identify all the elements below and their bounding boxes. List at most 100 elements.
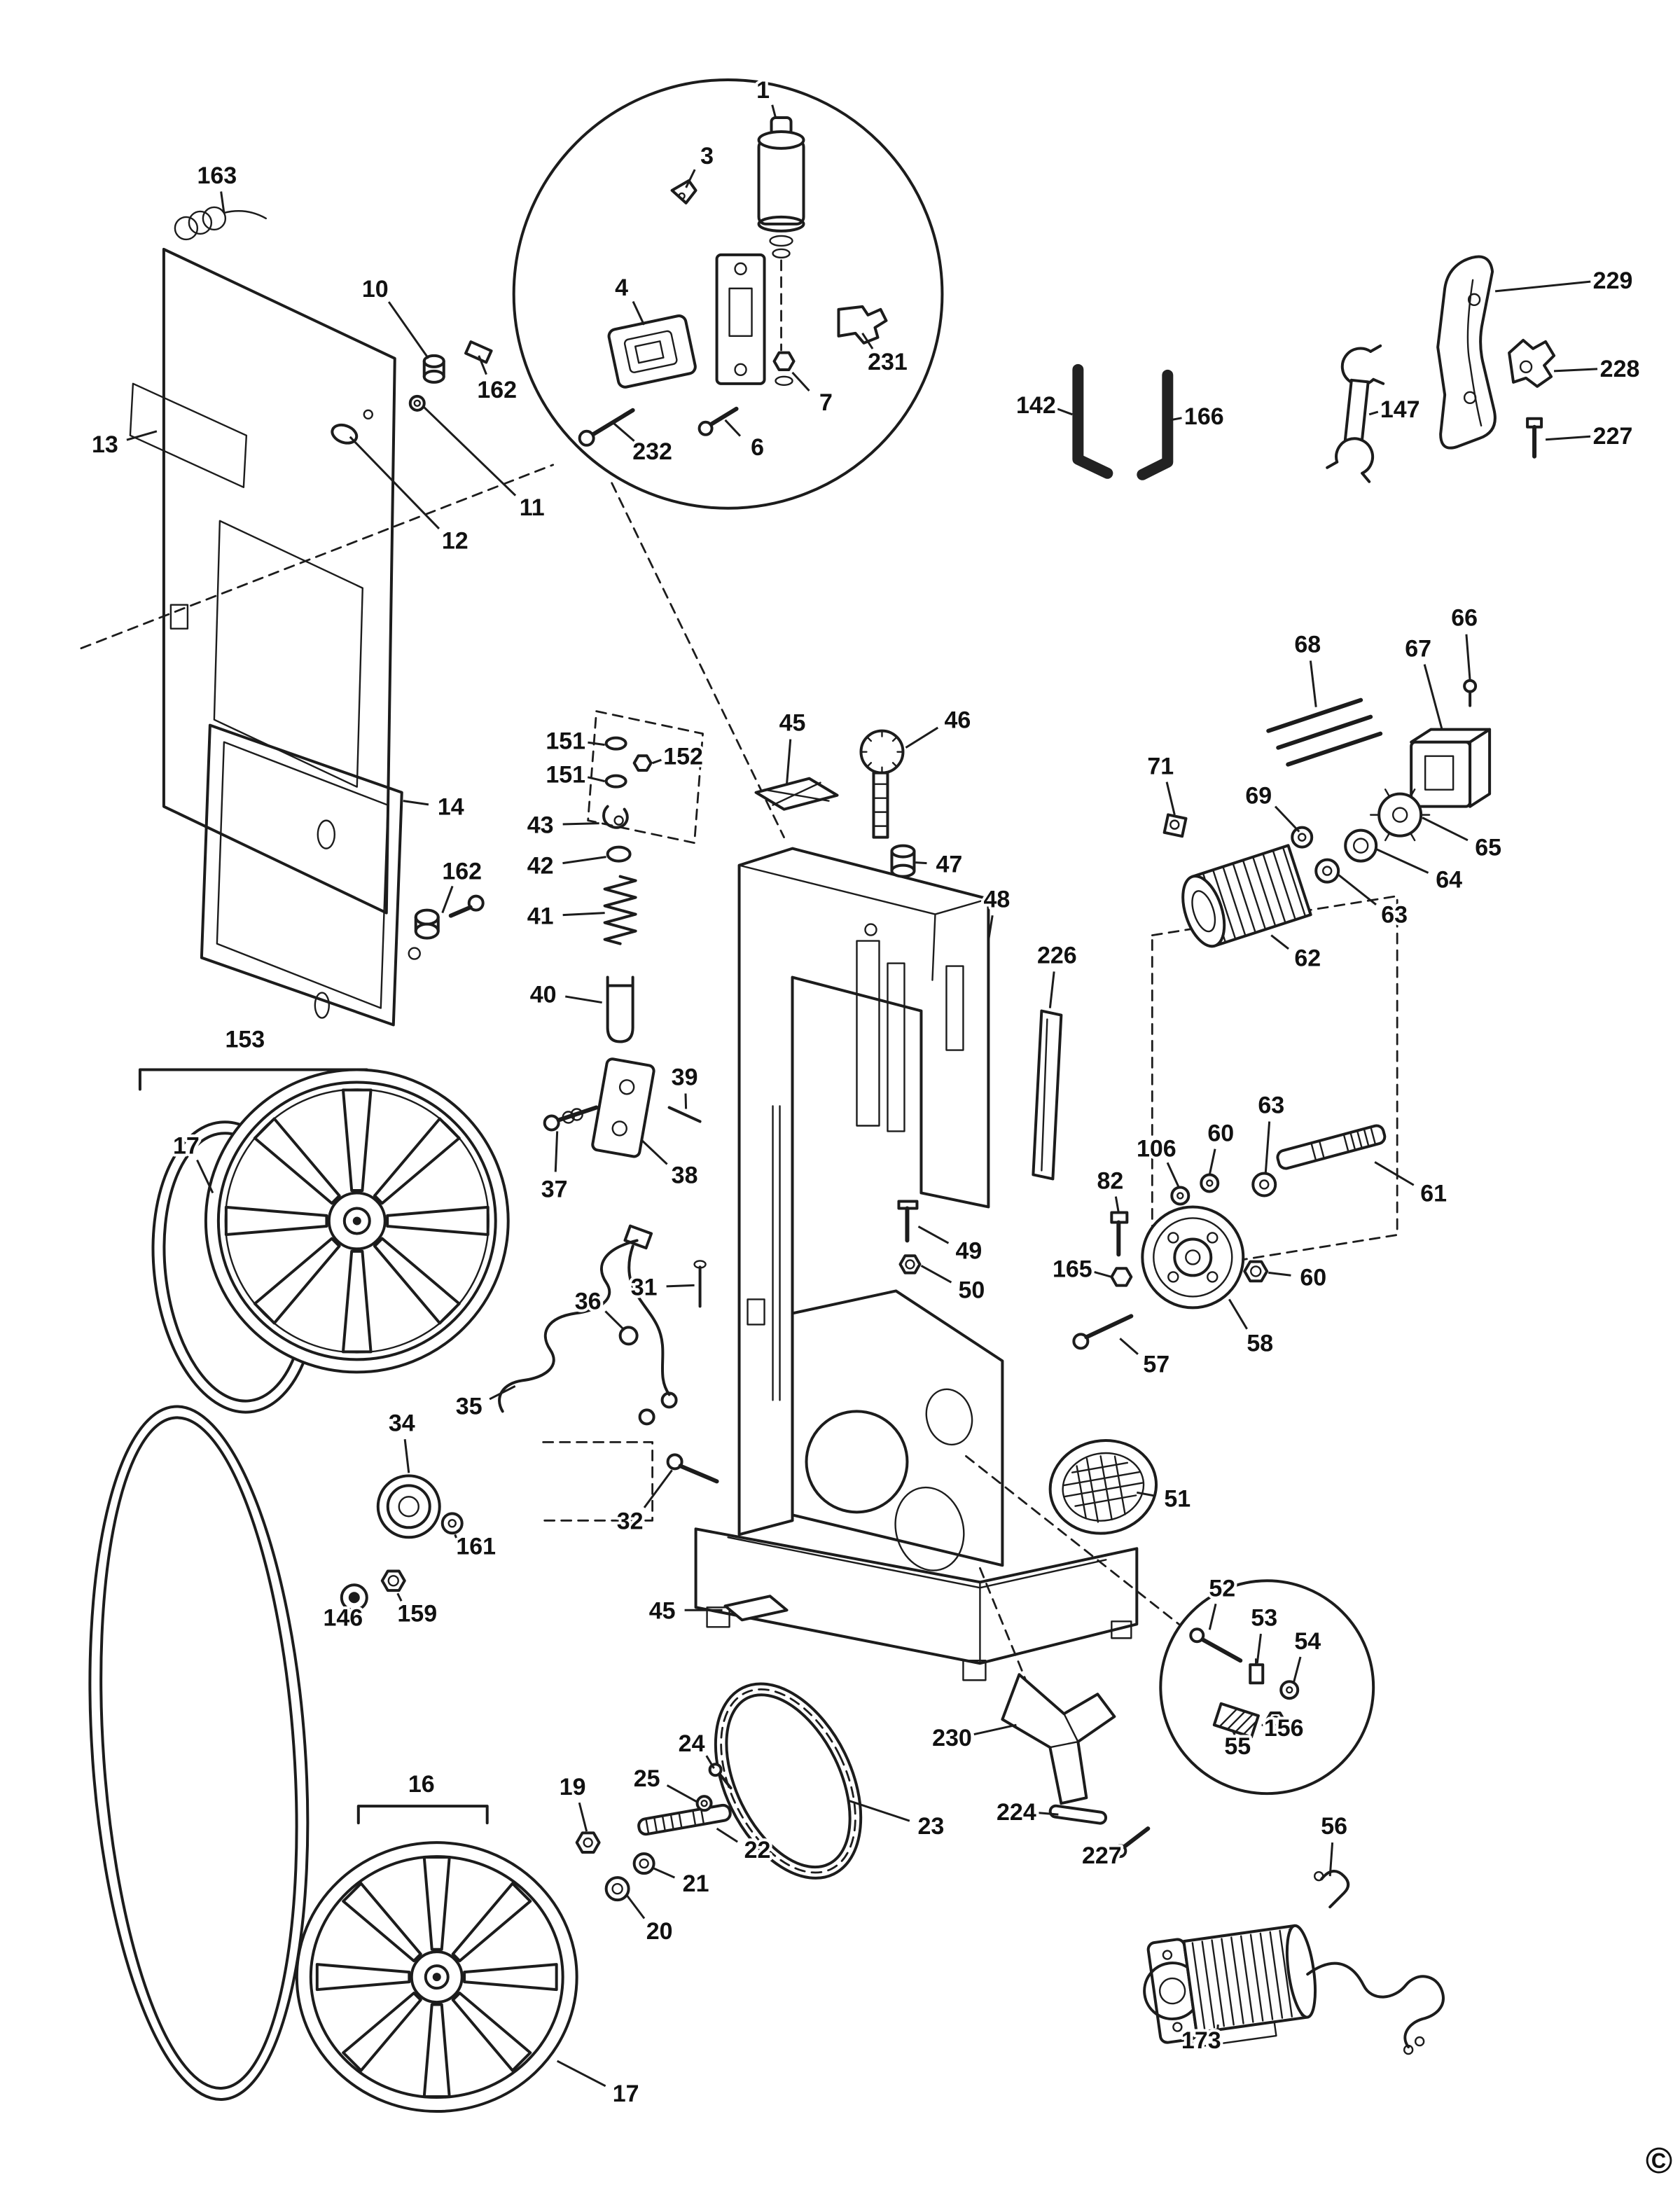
pin-31 [693,1260,707,1308]
part-label-1: 1 [756,77,770,104]
part-label-22: 22 [744,1837,771,1863]
part-label-37: 37 [541,1176,568,1202]
leader-line-45 [786,739,792,784]
washer-151b [604,774,627,789]
part-label-230: 230 [932,1725,972,1751]
part-label-38: 38 [672,1162,698,1188]
clip-53 [1249,1658,1265,1685]
part-label-146: 146 [323,1604,363,1631]
bracket-16 [356,1805,489,1825]
washer-161 [440,1512,464,1535]
base-assembly [694,1527,1151,1859]
part-label-65: 65 [1475,835,1501,861]
part-label-19: 19 [560,1774,586,1800]
part-label-106: 106 [1137,1135,1176,1162]
part-label-82: 82 [1097,1167,1123,1194]
leader-line-165 [1094,1270,1112,1278]
leader-line-23 [848,1799,910,1822]
part-label-11: 11 [520,494,545,521]
washer-69 [1291,826,1314,849]
leader-line-55 [1231,1729,1236,1735]
leader-line-50 [920,1265,952,1284]
leader-line-71 [1165,782,1176,815]
front-cover-panel [200,723,485,1027]
leader-line-69 [1274,805,1300,833]
part-label-46: 46 [945,707,971,734]
part-label-67: 67 [1405,636,1431,662]
impeller-65 [1369,789,1431,842]
leader-line-63 [1264,1121,1271,1174]
part-label-10: 10 [362,276,389,303]
leader-line-11 [422,405,517,497]
leader-line-13 [126,430,158,441]
frame-48 [737,847,990,1536]
leader-line-48 [987,915,994,941]
part-label-61: 61 [1420,1180,1447,1207]
part-label-40: 40 [530,982,557,1008]
pulley-34 [376,1474,441,1539]
shaft-22 [637,1803,732,1836]
part-label-41: 41 [527,903,554,930]
part-label-151: 151 [546,762,585,789]
leader-line-152 [652,758,662,765]
fastener-162-lower [408,894,485,960]
part-label-63: 63 [1258,1092,1284,1118]
upper-wheel [204,1068,510,1374]
part-label-13: 13 [92,431,118,458]
leader-line-22 [716,1827,738,1843]
leader-line-67 [1423,664,1443,730]
leader-line-14 [403,800,429,806]
rods-68 [1266,697,1383,767]
part-label-54: 54 [1294,1628,1321,1655]
part-label-64: 64 [1436,867,1462,894]
nut-19 [575,1831,601,1854]
belt-and-shaft [575,1682,863,1902]
construction-lines [80,259,1398,1693]
part-label-152: 152 [663,744,703,770]
leader-line-41 [562,912,605,917]
part-label-©: © [1646,2141,1672,2181]
spring-41 [603,875,637,945]
part-label-39: 39 [672,1064,698,1091]
part-label-60: 60 [1300,1264,1326,1291]
nut-152 [632,754,653,772]
leader-line-106 [1166,1162,1180,1188]
leader-line-19 [578,1802,588,1832]
belt-23 [714,1682,863,1880]
bracket-230 [1001,1673,1116,1805]
bolt-57 [1072,1314,1134,1350]
leader-line-12 [349,436,440,530]
leader-line-1 [771,104,777,118]
cable-35 [498,1239,639,1413]
part-label-52: 52 [1209,1575,1235,1602]
leader-line-52 [1208,1603,1217,1630]
bolt-37 [543,1105,599,1132]
leader-line-151 [587,776,605,783]
pin-39 [667,1106,702,1123]
bearing-64 [1344,828,1378,863]
washer-54 [1279,1680,1300,1700]
clamp-228 [1508,338,1556,388]
washer-63a [1314,858,1340,884]
bracket-231 [837,305,888,345]
leader-line-7 [791,371,810,392]
hex-keys [1072,363,1174,480]
leader-line-35 [489,1385,516,1401]
motor-assembly [1143,1870,1445,2055]
part-label-32: 32 [617,1508,644,1534]
leader-line-56 [1328,1842,1334,1877]
part-label-231: 231 [868,349,908,375]
part-label-229: 229 [1593,268,1633,294]
leader-line-57 [1119,1338,1139,1355]
bushing-47 [890,844,916,878]
leader-line-20 [626,1895,646,1919]
part-label-162: 162 [477,377,517,403]
blade-guard-parts [1436,255,1556,459]
guide-plate-45-upper [754,777,839,811]
bar-224 [1048,1804,1108,1825]
part-label-12: 12 [442,528,468,555]
leader-line-142 [1057,408,1073,416]
leader-line-230 [973,1723,1017,1736]
part-label-227: 227 [1593,423,1633,450]
